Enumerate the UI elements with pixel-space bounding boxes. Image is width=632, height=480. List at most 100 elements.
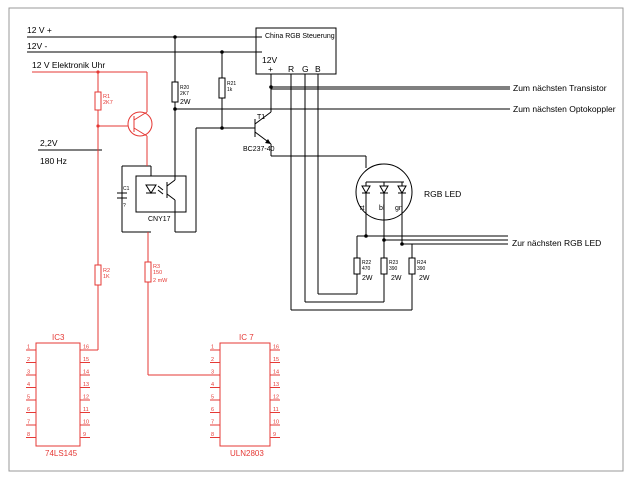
ic3-pin-label: 13 <box>83 382 89 388</box>
ic3-pin-label: 6 <box>27 407 30 413</box>
ic3-pin-label: 1 <box>27 345 30 351</box>
r22-power: 2W <box>362 275 373 282</box>
resistor-r22 <box>353 257 361 275</box>
t1-emitter-arrow <box>265 139 271 144</box>
ic3-pin-label: 9 <box>83 432 86 438</box>
ic3-pin-label: 2 <box>27 357 30 363</box>
ic7-pin-label: 1 <box>211 345 214 351</box>
ic7-pin-label: 12 <box>273 395 279 401</box>
ic7-pin-label: 11 <box>273 407 279 413</box>
ic3-pin-label: 8 <box>27 432 30 438</box>
r22-value: 470 <box>362 266 371 272</box>
controller-r-label: R <box>288 64 294 74</box>
resistor-r3 <box>144 261 152 283</box>
r20-value: 2K7 <box>180 91 189 97</box>
r20-power: 2W <box>180 99 191 106</box>
rgb-controller-box <box>255 27 337 75</box>
controller-b-label: B <box>315 64 321 74</box>
ic3-pin-label: 14 <box>83 370 89 376</box>
r21-value: 1k <box>227 87 233 93</box>
to-next-transistor-label: Zum nächsten Transistor <box>513 83 607 93</box>
sheet-border <box>8 7 624 472</box>
resistor-r20 <box>171 81 179 103</box>
ic7-pin-label: 3 <box>211 370 214 376</box>
ic7-pin-label: 16 <box>273 345 279 351</box>
led-green-label: gn <box>395 205 403 212</box>
c1-value: ? <box>123 203 126 209</box>
resistor-r21 <box>218 77 226 99</box>
ic3-pin-label: 12 <box>83 395 89 401</box>
opto-led-symbol <box>145 184 157 194</box>
r23-name: R23 <box>389 260 398 266</box>
r3-name: R3 <box>153 264 160 270</box>
r21-name: R21 <box>227 81 236 87</box>
controller-plus-label: + <box>268 64 273 74</box>
ic7-pin-label: 2 <box>211 357 214 363</box>
ic7-pin-label: 4 <box>211 382 214 388</box>
ic7-pin-label: 9 <box>273 432 276 438</box>
ic3-pin-label: 10 <box>83 420 89 426</box>
ic7-pin-label: 14 <box>273 370 279 376</box>
ic3-pin-label: 5 <box>27 395 30 401</box>
ic3-pin-label: 15 <box>83 357 89 363</box>
ic7-pin-label: 13 <box>273 382 279 388</box>
ic3-name: IC3 <box>52 333 65 342</box>
led-red <box>361 182 371 236</box>
r23-power: 2W <box>391 275 402 282</box>
r2-value: 1K <box>103 274 110 280</box>
resistor-r24 <box>408 257 416 275</box>
to-next-optocoupler-label: Zum nächsten Optokoppler <box>513 104 616 114</box>
c1-name: C1 <box>123 186 130 192</box>
ic7-pin-label: 15 <box>273 357 279 363</box>
r24-name: R24 <box>417 260 426 266</box>
t1-name: T1 <box>257 114 265 121</box>
resistor-r23 <box>380 257 388 275</box>
r3-value: 150 <box>153 270 162 276</box>
ic7-pin-label: 10 <box>273 420 279 426</box>
r1-name: R1 <box>103 94 110 100</box>
to-next-rgb-led-label: Zur nächsten RGB LED <box>512 238 601 248</box>
rail-clock-label: 12 V Elektronik Uhr <box>32 60 105 70</box>
r24-value: 390 <box>417 266 426 272</box>
ic7-pin-label: 5 <box>211 395 214 401</box>
led-red-label: rt <box>360 205 364 212</box>
optocoupler-cny17 <box>135 175 187 213</box>
ic7-pin-label: 7 <box>211 420 214 426</box>
r3-power: 2 mW <box>153 278 168 284</box>
opto-label: CNY17 <box>148 216 171 223</box>
ic7-name: IC 7 <box>239 333 254 342</box>
r23-value: 390 <box>389 266 398 272</box>
ic3-part: 74LS145 <box>45 449 78 458</box>
ic3-pin-label: 3 <box>27 370 30 376</box>
r1-value: 2K7 <box>103 100 113 106</box>
r20-name: R20 <box>180 85 189 91</box>
signal-voltage-label: 2,2V <box>40 138 58 148</box>
resistor-r1 <box>94 91 102 111</box>
resistor-r2 <box>94 264 102 286</box>
r22-name: R22 <box>362 260 371 266</box>
led-blue <box>379 182 389 240</box>
rail-plus12-label: 12 V + <box>27 25 52 35</box>
r2-name: R2 <box>103 268 110 274</box>
r24-power: 2W <box>419 275 430 282</box>
signal-frequency-label: 180 Hz <box>40 156 67 166</box>
pnp-transistor <box>127 111 153 137</box>
ic7-part: ULN2803 <box>230 449 264 458</box>
led-green <box>397 182 407 244</box>
led-blue-label: bl <box>379 205 385 212</box>
ic7-pin-label: 8 <box>211 432 214 438</box>
controller-title: China RGB Steuerung <box>265 33 335 40</box>
controller-12v-label: 12V <box>262 55 277 65</box>
rgb-led-label: RGB LED <box>424 189 461 199</box>
ic3-pin-label: 11 <box>83 407 89 413</box>
ic3-pin-label: 16 <box>83 345 89 351</box>
ic3-pin-label: 7 <box>27 420 30 426</box>
t1-type: BC237-40 <box>243 146 275 153</box>
ic7-pin-label: 6 <box>211 407 214 413</box>
controller-g-label: G <box>302 64 309 74</box>
t1-collector <box>254 111 272 125</box>
ic3-pin-label: 4 <box>27 382 30 388</box>
